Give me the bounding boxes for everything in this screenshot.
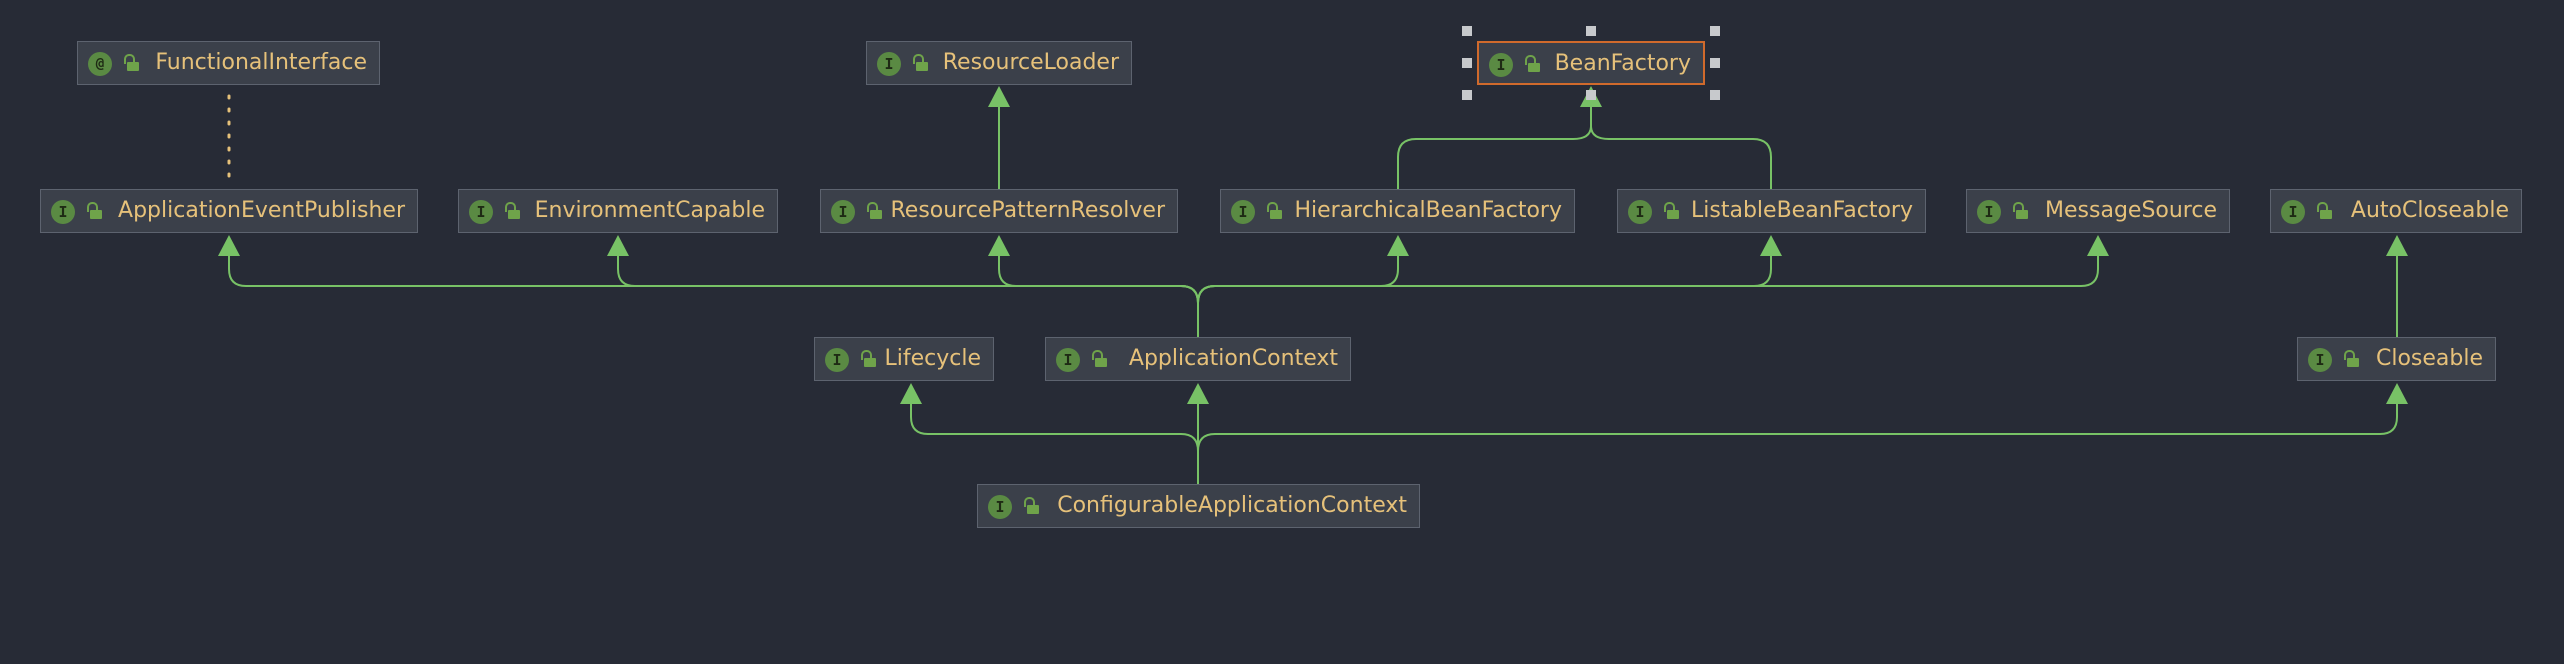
interface-badge-icon: I [831,200,855,224]
public-visibility-icon [1663,202,1681,222]
node-functional-interface[interactable]: @ FunctionalInterface [77,41,380,85]
public-visibility-icon [2316,202,2334,222]
node-label: Closeable [2375,346,2483,371]
node-label: ResourcePatternResolver [890,198,1165,223]
public-visibility-icon [860,350,878,370]
edge-configurableapplicationcontext-closeable [1197,403,2398,452]
interface-badge-icon: I [51,200,75,224]
public-visibility-icon [2012,202,2030,222]
interface-badge-icon: I [1056,348,1080,372]
interface-badge-icon: I [1231,200,1255,224]
node-label: HierarchicalBeanFactory [1294,198,1562,223]
node-label: ConfigurableApplicationContext [1057,493,1407,518]
selection-handle[interactable] [1586,90,1596,100]
arrowhead-icon [2087,235,2109,256]
public-visibility-icon [86,202,104,222]
interface-badge-icon: I [1489,53,1513,77]
node-label: MessageSource [2045,198,2217,223]
edge-applicationcontext-hierarchicalbeanfactory [1197,255,1399,304]
selection-handle[interactable] [1710,58,1720,68]
interface-badge-icon: I [1977,200,2001,224]
node-bean-factory[interactable]: I BeanFactory [1477,41,1705,85]
arrowhead-icon [900,383,922,404]
arrowhead-icon [218,235,240,256]
arrowhead-icon [1760,235,1782,256]
interface-badge-icon: I [825,348,849,372]
node-configurable-application-context[interactable]: I ConfigurableApplicationContext [977,484,1420,528]
public-visibility-icon [1266,202,1284,222]
node-resource-pattern-resolver[interactable]: I ResourcePatternResolver [820,189,1178,233]
interface-badge-icon: I [2281,200,2305,224]
selection-handle[interactable] [1462,26,1472,36]
selection-handle[interactable] [1462,58,1472,68]
node-application-event-publisher[interactable]: I ApplicationEventPublisher [40,189,418,233]
public-visibility-icon [1023,497,1041,517]
node-listable-bean-factory[interactable]: I ListableBeanFactory [1617,189,1926,233]
arrowhead-icon [2386,235,2408,256]
arrowhead-icon [988,235,1010,256]
node-auto-closeable[interactable]: I AutoCloseable [2270,189,2522,233]
node-label: ApplicationEventPublisher [118,198,405,223]
node-label: FunctionalInterface [155,50,367,75]
edge-applicationcontext-messagesource [1197,255,2099,304]
node-label: Lifecycle [884,346,981,371]
interface-badge-icon: I [1628,200,1652,224]
edge-applicationcontext-resourcepatternresolver [998,255,1199,304]
selection-handle[interactable] [1462,90,1472,100]
arrowhead-icon [607,235,629,256]
public-visibility-icon [1524,55,1542,75]
node-closeable[interactable]: I Closeable [2297,337,2496,381]
public-visibility-icon [2343,350,2361,370]
arrowhead-icon [2386,383,2408,404]
edge-applicationcontext-applicationeventpublisher [228,255,1199,304]
node-resource-loader[interactable]: I ResourceLoader [866,41,1132,85]
selection-handle[interactable] [1586,26,1596,36]
edge-applicationcontext-listablebeanfactory [1197,255,1772,304]
interface-badge-icon: I [988,495,1012,519]
node-label: BeanFactory [1554,51,1691,76]
public-visibility-icon [123,54,141,74]
node-message-source[interactable]: I MessageSource [1966,189,2230,233]
arrowhead-icon [1187,383,1209,404]
selection-handle[interactable] [1710,26,1720,36]
arrowhead-icon [988,86,1010,107]
node-hierarchical-bean-factory[interactable]: I HierarchicalBeanFactory [1220,189,1575,233]
edge-applicationcontext-environmentcapable [617,255,1199,304]
interface-badge-icon: I [469,200,493,224]
public-visibility-icon [1091,350,1109,370]
node-label: ListableBeanFactory [1691,198,1913,223]
annotation-badge-icon: @ [88,52,112,76]
node-application-context[interactable]: I ApplicationContext [1045,337,1351,381]
edge-listablebeanfactory-beanfactory [1590,125,1772,189]
public-visibility-icon [866,202,884,222]
edge-configurableapplicationcontext-lifecycle [910,403,1199,452]
selection-handle[interactable] [1710,90,1720,100]
node-label: AutoCloseable [2350,198,2509,223]
public-visibility-icon [504,202,522,222]
arrowhead-icon [1387,235,1409,256]
public-visibility-icon [912,54,930,74]
node-environment-capable[interactable]: I EnvironmentCapable [458,189,778,233]
node-label: EnvironmentCapable [534,198,765,223]
interface-badge-icon: I [877,52,901,76]
edge-hierarchicalbeanfactory-beanfactory [1397,106,1592,189]
node-label: ResourceLoader [942,50,1119,75]
node-label: ApplicationContext [1128,346,1338,371]
node-lifecycle[interactable]: I Lifecycle [814,337,994,381]
interface-badge-icon: I [2308,348,2332,372]
